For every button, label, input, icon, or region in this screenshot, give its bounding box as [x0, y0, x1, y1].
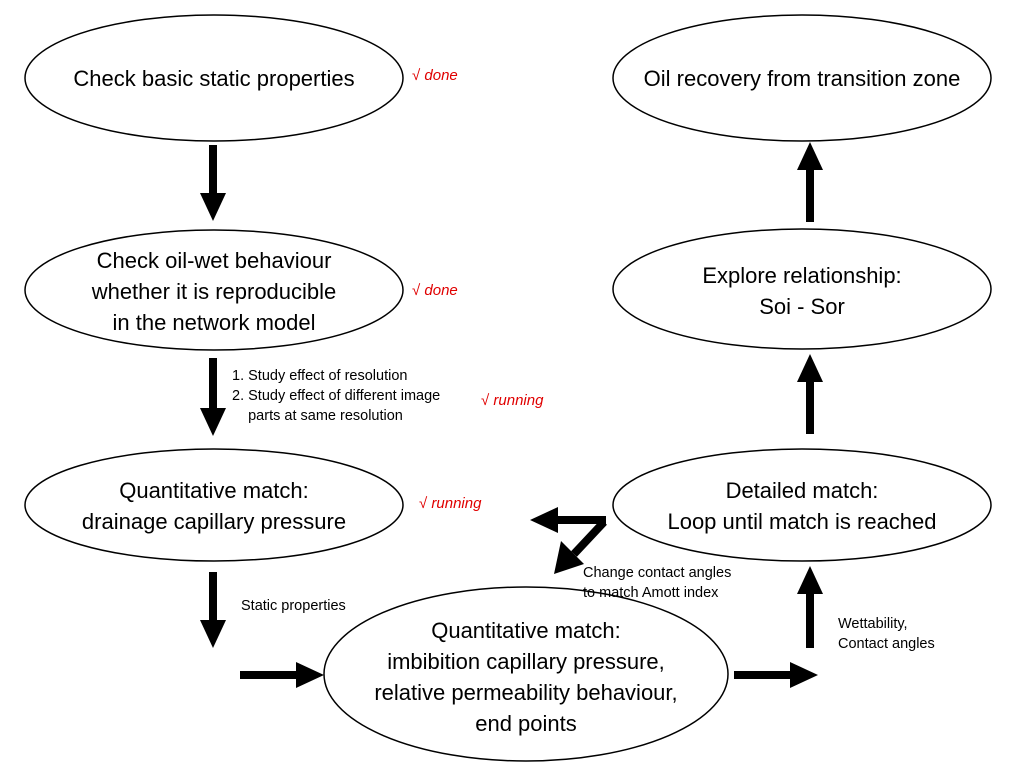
node-drainage-line-2: drainage capillary pressure: [82, 509, 346, 534]
node-detailed-match: Detailed match: Loop until match is reac…: [612, 448, 992, 562]
node-explore-relationship: Explore relationship: Soi - Sor: [612, 228, 992, 350]
node-oil-recovery: Oil recovery from transition zone: [612, 14, 992, 142]
arrow-up-to-detailed: [797, 566, 823, 648]
arrow-into-imbibition: [240, 662, 324, 688]
arrow-imbibition-right: [734, 662, 818, 688]
node-check-oilwet-line-3: in the network model: [113, 310, 316, 335]
note-resolution-line-3: parts at same resolution: [232, 408, 403, 424]
node-imbibition-line-1: Quantitative match:: [431, 618, 621, 643]
note-contact-angles-line-1: Change contact angles: [583, 565, 731, 581]
node-check-static: Check basic static properties: [24, 14, 404, 142]
note-resolution: 1. Study effect of resolution 2. Study e…: [232, 368, 440, 424]
arrow-oilwet-to-drainage: [200, 358, 226, 436]
arrow-explore-to-oil-recovery: [797, 142, 823, 222]
node-explore-line-2: Soi - Sor: [759, 294, 845, 319]
node-imbibition-match: Quantitative match: imbibition capillary…: [323, 586, 729, 762]
note-contact-angles-change: Change contact angles to match Amott ind…: [583, 565, 731, 601]
node-imbibition-line-3: relative permeability behaviour,: [374, 680, 677, 705]
node-check-oilwet-line-1: Check oil-wet behaviour: [97, 248, 332, 273]
status-check-static: √ done: [412, 67, 458, 84]
status-resolution: √ running: [481, 392, 544, 409]
arrow-drainage-down: [200, 572, 226, 648]
arrow-static-to-oilwet: [200, 145, 226, 221]
node-drainage-match: Quantitative match: drainage capillary p…: [24, 448, 404, 562]
note-wettability: Wettability, Contact angles: [838, 616, 935, 652]
node-check-oilwet: Check oil-wet behaviour whether it is re…: [24, 229, 404, 351]
arrow-detailed-to-explore: [797, 354, 823, 434]
note-wettability-line-2: Contact angles: [838, 636, 935, 652]
node-imbibition-line-2: imbibition capillary pressure,: [387, 649, 665, 674]
loop-arrow-left: [530, 507, 606, 533]
node-detailed-line-1: Detailed match:: [726, 478, 879, 503]
status-drainage-match: √ running: [419, 495, 482, 512]
note-static-properties: Static properties: [241, 598, 346, 614]
node-imbibition-line-4: end points: [475, 711, 577, 736]
node-oil-recovery-line-1: Oil recovery from transition zone: [644, 66, 961, 91]
note-wettability-line-1: Wettability,: [838, 616, 908, 632]
node-detailed-line-2: Loop until match is reached: [667, 509, 936, 534]
note-contact-angles-line-2: to match Amott index: [583, 585, 719, 601]
note-resolution-line-2: 2. Study effect of different image: [232, 388, 440, 404]
node-drainage-line-1: Quantitative match:: [119, 478, 309, 503]
status-check-oilwet: √ done: [412, 282, 458, 299]
loop-arrow-down: [554, 519, 607, 574]
node-explore-line-1: Explore relationship:: [702, 263, 901, 288]
node-check-static-line-1: Check basic static properties: [73, 66, 354, 91]
note-resolution-line-1: 1. Study effect of resolution: [232, 368, 407, 384]
node-check-oilwet-line-2: whether it is reproducible: [91, 279, 337, 304]
